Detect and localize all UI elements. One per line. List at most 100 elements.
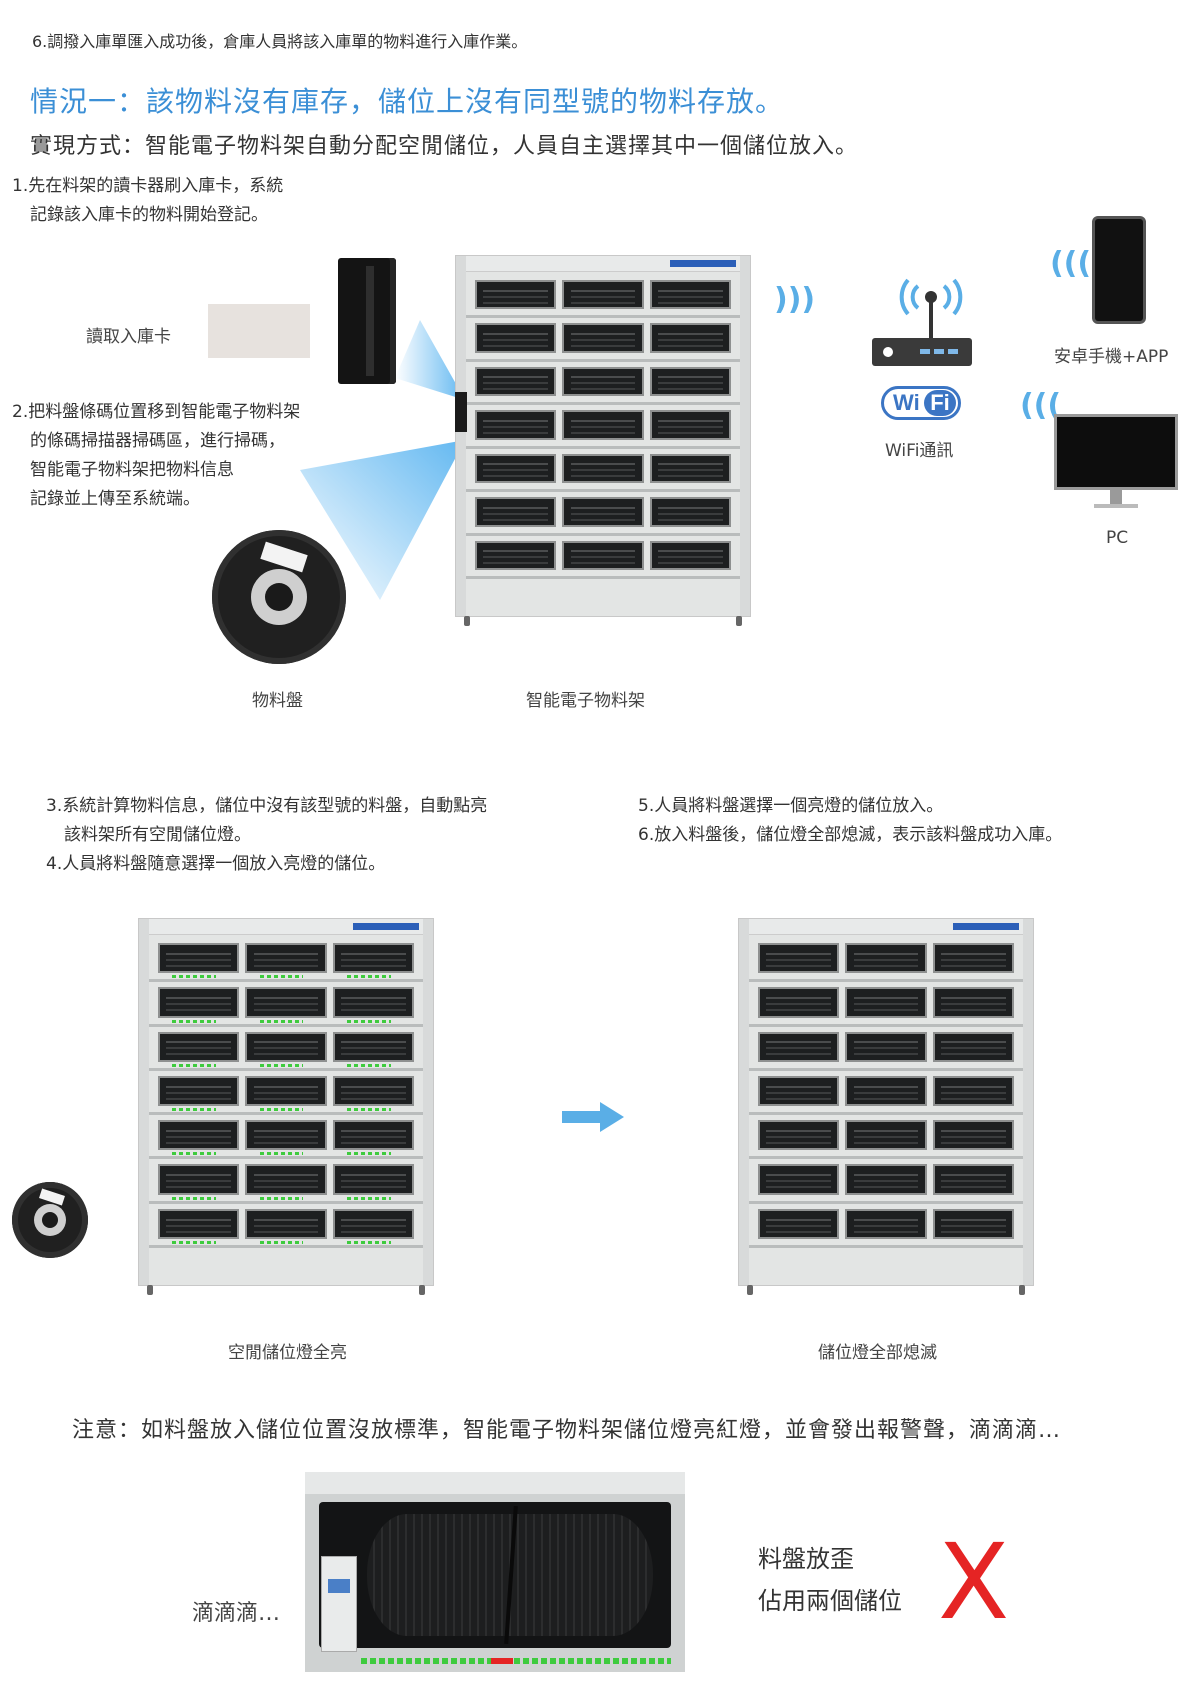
slot-led-lit — [347, 1108, 391, 1112]
rack-side-left — [739, 919, 749, 1285]
rack-shelf — [149, 1112, 423, 1116]
rack-drawer — [932, 1164, 1014, 1195]
rack-drawer — [758, 987, 840, 1018]
slot-led-lit — [347, 1019, 391, 1023]
rack-shelf — [466, 489, 740, 493]
rack-drawer — [649, 410, 731, 440]
slot-led-lit — [172, 1196, 217, 1200]
rack-drawer — [158, 1120, 240, 1151]
rack-shelf — [749, 1156, 1023, 1160]
alarm-module — [321, 1556, 357, 1652]
rack-foot — [464, 616, 470, 626]
rack-foot — [1019, 1285, 1025, 1295]
material-reel-image — [212, 530, 346, 664]
step3-4-text: 3.系統計算物料信息，儲位中沒有該型號的料盤，自動點亮 該料架所有空閒儲位燈。 … — [46, 792, 487, 879]
rack-shelf — [466, 315, 740, 319]
tilt-line: 佔用兩個儲位 — [758, 1587, 902, 1615]
rack-drawer — [332, 987, 414, 1018]
rack-drawer — [649, 280, 731, 310]
reel-label: 物料盤 — [252, 691, 303, 711]
step6-line: 6.放入料盤後，儲位燈全部熄滅，表示該料盤成功入庫。 — [638, 824, 1063, 845]
scanner-beam-graphic — [300, 320, 465, 600]
wireless-signal-icon: ))) — [774, 282, 816, 317]
rack-drawer — [332, 1208, 414, 1239]
rack-drawer — [245, 1120, 327, 1151]
rack-drawer — [562, 410, 644, 440]
rack-drawer — [758, 1075, 840, 1107]
barcode-scanner-image — [455, 392, 467, 432]
pc-monitor-icon — [1054, 414, 1178, 490]
rack-shelf — [149, 1245, 423, 1248]
step1-line: 記錄該入庫卡的物料開始登記。 — [30, 204, 268, 225]
rack-lights-off-image — [738, 918, 1034, 1295]
rack-drawer — [158, 1031, 240, 1062]
rfid-card-image — [208, 304, 310, 358]
step2-line: 2.把料盤條碼位置移到智能電子物料架 — [12, 402, 301, 422]
step1-text: 1.先在料架的讀卡器刷入庫卡，系統 記錄該入庫卡的物料開始登記。 — [12, 172, 283, 230]
rack-drawer — [475, 366, 557, 397]
step2-line: 記錄並上傳至系統端。 — [30, 488, 200, 509]
slot-led-lit — [172, 1152, 217, 1156]
rack-drawer — [562, 280, 644, 310]
rack-drawer — [475, 410, 557, 440]
rack-shelf — [749, 1245, 1023, 1248]
rack-shelf — [149, 1200, 423, 1204]
rack-drawer — [932, 1120, 1014, 1151]
slot-led-lit — [347, 975, 391, 979]
rack-drawer — [475, 323, 557, 353]
slot-led-lit — [259, 1019, 304, 1023]
rack-drawer — [845, 1031, 927, 1062]
router-icon — [872, 278, 972, 366]
wifi-logo-wi: Wi — [893, 390, 920, 415]
phone-label: 安卓手機+APP — [1054, 347, 1169, 367]
rack-drawer — [562, 323, 644, 353]
step4-line: 4.人員將料盤隨意選擇一個放入亮燈的儲位。 — [46, 853, 386, 874]
rack-drawer — [845, 1208, 927, 1239]
slot-led-lit — [259, 1196, 304, 1200]
wifi-logo: Wi Fi — [881, 386, 961, 420]
rack-drawer — [158, 1164, 240, 1195]
rack-side-right — [423, 919, 433, 1285]
rack-drawer — [562, 453, 644, 484]
rack-drawer — [845, 1164, 927, 1195]
rack-name-plate — [670, 260, 736, 267]
rack-shelf — [466, 576, 740, 579]
rack-drawer — [932, 1031, 1014, 1062]
slot-led-lit — [259, 1063, 304, 1067]
step5-line: 5.人員將料盤選擇一個亮燈的儲位放入。 — [638, 796, 944, 816]
rack-name-plate — [953, 923, 1019, 930]
caption-lights-on: 空閒儲位燈全亮 — [228, 1343, 347, 1363]
pc-label: PC — [1106, 528, 1129, 548]
rack-drawer — [649, 323, 731, 353]
wifi-label: WiFi通訊 — [885, 441, 954, 461]
rack-shelf — [466, 402, 740, 406]
rack-shelf — [466, 532, 740, 536]
rack-drawer — [245, 1208, 327, 1239]
rack-shelf — [749, 979, 1023, 983]
rack-drawer — [245, 1075, 327, 1107]
rack-shelf — [149, 1156, 423, 1160]
rack-drawer — [758, 1164, 840, 1195]
rack-drawer — [332, 1031, 414, 1062]
card-reader-image — [338, 258, 396, 384]
rack-drawer — [758, 1208, 840, 1239]
slot-led-lit — [347, 1241, 391, 1244]
rack-drawer — [245, 987, 327, 1018]
step1-line: 1.先在料架的讀卡器刷入庫卡，系統 — [12, 176, 284, 196]
wifi-logo-fi: Fi — [924, 390, 956, 416]
rack-shelf — [749, 1200, 1023, 1204]
rack-drawer — [562, 540, 644, 570]
phone-signal-icon: ))) — [1050, 246, 1092, 281]
rack-drawer — [649, 540, 731, 570]
rack-shelf — [749, 1067, 1023, 1071]
slot-led-lit — [172, 1241, 217, 1244]
slot-led-lit — [172, 975, 217, 979]
rack-drawer — [845, 943, 927, 974]
slot-led-lit — [259, 1108, 304, 1112]
right-arrow-icon — [562, 1102, 624, 1132]
caption-lights-off: 儲位燈全部熄滅 — [818, 1343, 937, 1363]
rack-drawer — [475, 453, 557, 484]
rack-drawer — [562, 366, 644, 397]
rack-shelf — [749, 1023, 1023, 1027]
slot-led-lit — [347, 1196, 391, 1200]
